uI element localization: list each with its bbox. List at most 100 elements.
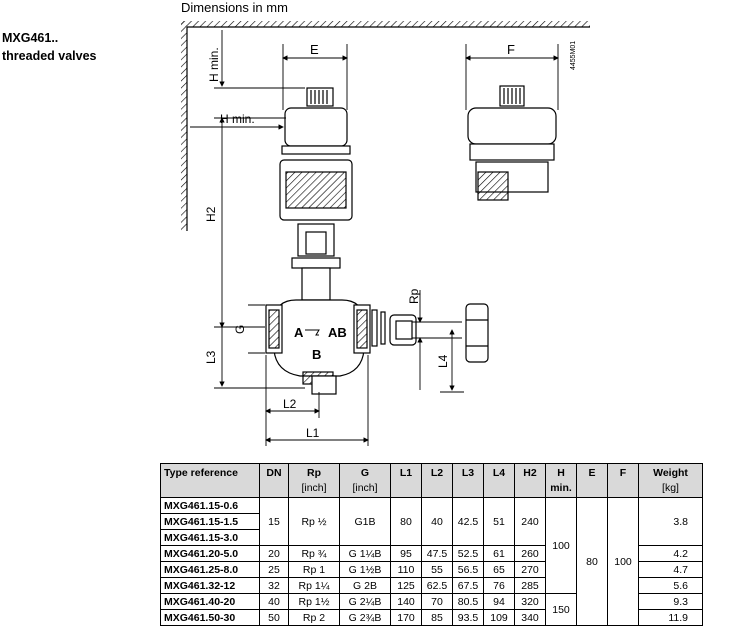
cell-rp: Rp 1¼ — [288, 577, 340, 594]
valve-body — [265, 299, 371, 395]
cell-l2: 55 — [421, 561, 453, 578]
cell-f: 100 — [607, 497, 639, 626]
drawing-number: 4455M01 — [570, 41, 577, 70]
port-ab-label: AB — [328, 325, 347, 340]
cell-l3: 67.5 — [452, 577, 484, 594]
dim-label-l2: L2 — [283, 397, 297, 411]
cell-type-reference: MXG461.15-1.5 — [160, 513, 260, 530]
cell-l1: 140 — [390, 593, 422, 610]
cell-h2: 285 — [514, 577, 546, 594]
fitting-parts — [371, 303, 489, 363]
cell-l4: 94 — [483, 593, 515, 610]
dim-label-h-min: H min. — [220, 112, 255, 126]
cell-g: G 2B — [339, 577, 391, 594]
cell-l2: 47.5 — [421, 545, 453, 562]
valve-dimension-drawing: 4455M01 A AB B — [181, 21, 590, 446]
header-h: H — [545, 463, 577, 482]
table-row: MXG461.20-5.0 20 Rp ¾ G 1¼B 95 47.5 52.5… — [160, 545, 703, 562]
header-l1: L1 — [390, 463, 422, 482]
cell-h2: 270 — [514, 561, 546, 578]
cell-h2: 260 — [514, 545, 546, 562]
dim-label-e: E — [310, 42, 319, 57]
cell-l3: 52.5 — [452, 545, 484, 562]
cell-l3: 56.5 — [452, 561, 484, 578]
cell-rp: Rp ¾ — [288, 545, 340, 562]
actuator-side-view — [467, 85, 557, 201]
header-f: F — [607, 463, 639, 482]
cell-weight: 11.9 — [638, 609, 703, 626]
cell-dn: 40 — [259, 593, 289, 610]
cell-g: G1B — [339, 497, 391, 546]
cell-h-min: 100 — [545, 497, 577, 594]
cell-dn: 15 — [259, 497, 289, 546]
header-g: G — [339, 463, 391, 482]
cell-dn: 20 — [259, 545, 289, 562]
cell-l4: 76 — [483, 577, 515, 594]
dim-label-l4: L4 — [436, 354, 450, 368]
cell-l4: 61 — [483, 545, 515, 562]
cell-l1: 170 — [390, 609, 422, 626]
port-a-label: A — [294, 325, 304, 340]
cell-g: G 2¾B — [339, 609, 391, 626]
cell-weight: 9.3 — [638, 593, 703, 610]
subheader-h-min: min. — [545, 482, 577, 498]
cell-l1: 110 — [390, 561, 422, 578]
product-title: MXG461.. threaded valves — [2, 29, 97, 65]
cell-h-min: 150 — [545, 593, 577, 626]
cell-l2: 85 — [421, 609, 453, 626]
cell-l3: 42.5 — [452, 497, 484, 546]
dimensions-caption: Dimensions in mm — [181, 0, 288, 15]
subheader-weight-unit: [kg] — [638, 482, 703, 498]
header-rp: Rp — [288, 463, 340, 482]
dimension-lines — [190, 30, 559, 446]
cell-g: G 2¼B — [339, 593, 391, 610]
header-dn: DN — [259, 463, 289, 482]
cell-weight: 4.7 — [638, 561, 703, 578]
cell-rp: Rp 2 — [288, 609, 340, 626]
subheader-rp-unit: [inch] — [288, 482, 340, 498]
cell-type-reference: MXG461.32-12 — [160, 577, 260, 594]
wall-outline — [181, 21, 590, 231]
product-code: MXG461.. — [2, 31, 59, 45]
cell-dn: 32 — [259, 577, 289, 594]
cell-type-reference: MXG461.50-30 — [160, 609, 260, 626]
table-row: MXG461.32-12 32 Rp 1¼ G 2B 125 62.5 67.5… — [160, 577, 703, 594]
cell-l2: 40 — [421, 497, 453, 546]
dim-label-g: G — [233, 325, 247, 334]
cell-rp: Rp 1 — [288, 561, 340, 578]
cell-h2: 340 — [514, 609, 546, 626]
cell-type-reference: MXG461.40-20 — [160, 593, 260, 610]
cell-l4: 51 — [483, 497, 515, 546]
cell-h2: 240 — [514, 497, 546, 546]
cell-type-reference: MXG461.15-0.6 — [160, 497, 260, 514]
cell-l3: 93.5 — [452, 609, 484, 626]
cell-g: G 1½B — [339, 561, 391, 578]
cell-type-reference: MXG461.15-3.0 — [160, 529, 260, 546]
header-l3: L3 — [452, 463, 484, 482]
subheader-g-unit: [inch] — [339, 482, 391, 498]
header-h2: H2 — [514, 463, 546, 482]
header-weight: Weight — [638, 463, 703, 482]
dim-label-h-min-vertical: H min. — [207, 47, 221, 82]
header-type-reference: Type reference — [160, 463, 260, 482]
header-e: E — [576, 463, 608, 482]
table-row: MXG461.15-0.6 15 Rp ½ G1B 80 40 42.5 51 … — [160, 497, 703, 626]
table-row: MXG461.50-30 50 Rp 2 G 2¾B 170 85 93.5 1… — [160, 609, 703, 626]
header-l4: L4 — [483, 463, 515, 482]
cell-e: 80 — [576, 497, 608, 626]
cell-weight: 4.2 — [638, 545, 703, 562]
dim-label-f: F — [507, 42, 515, 57]
cell-rp: Rp 1½ — [288, 593, 340, 610]
port-b-label: B — [312, 347, 321, 362]
cell-type-reference: MXG461.20-5.0 — [160, 545, 260, 562]
cell-l4: 109 — [483, 609, 515, 626]
cell-rp: Rp ½ — [288, 497, 340, 546]
dimensions-table: Type reference DN Rp G L1 L2 L3 L4 H2 H … — [160, 463, 703, 626]
cell-weight: 5.6 — [638, 577, 703, 594]
cell-type-reference: MXG461.25-8.0 — [160, 561, 260, 578]
cell-l1: 125 — [390, 577, 422, 594]
dim-label-rp: Rp — [407, 288, 421, 304]
actuator-front-view — [279, 87, 353, 301]
header-l2: L2 — [421, 463, 453, 482]
table-row: MXG461.40-20 40 Rp 1½ G 2¼B 140 70 80.5 … — [160, 593, 703, 626]
